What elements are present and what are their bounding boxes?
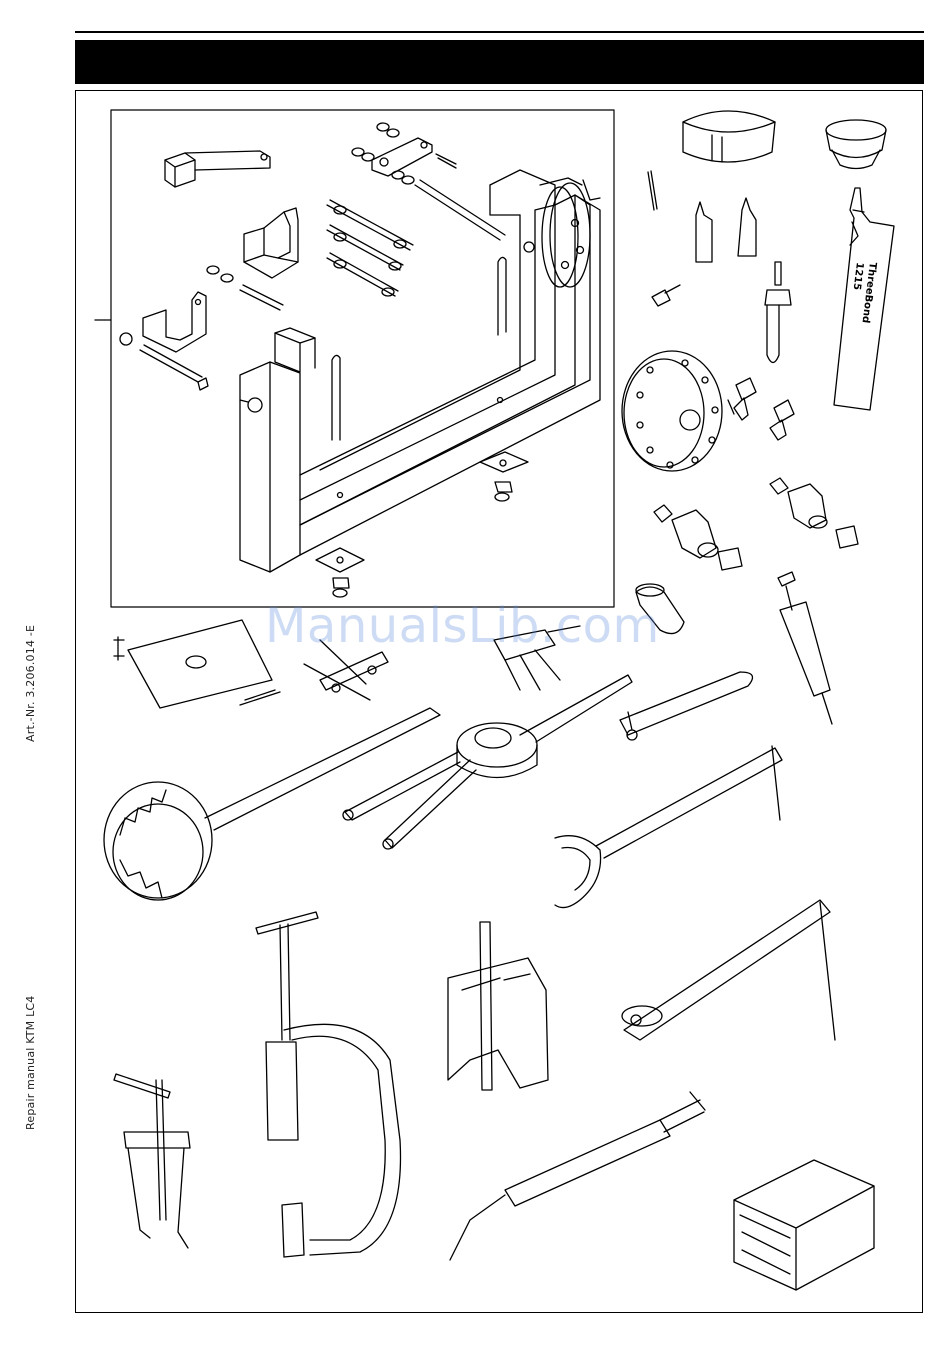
flywheel-holder bbox=[343, 675, 632, 849]
chain-wrench bbox=[622, 900, 835, 1040]
cup-tool bbox=[826, 120, 886, 169]
watermark: ManualsLib.com bbox=[265, 598, 660, 654]
engine-stand-frame bbox=[240, 170, 600, 572]
grease-gun bbox=[450, 1092, 705, 1260]
bracket-lower bbox=[143, 292, 206, 352]
link-bracket bbox=[352, 123, 456, 184]
t-handle-puller bbox=[256, 912, 401, 1257]
fork-wrench bbox=[555, 746, 782, 908]
bracket-l-shape bbox=[165, 151, 270, 187]
pin bbox=[648, 171, 657, 210]
adapters bbox=[728, 378, 794, 440]
screw bbox=[652, 285, 680, 306]
tube-number: 1215 bbox=[851, 262, 865, 291]
rotary-plate bbox=[540, 178, 590, 287]
slide-hammer bbox=[765, 262, 791, 363]
sleeve-ring bbox=[683, 111, 775, 162]
engine-stand-group bbox=[95, 110, 614, 607]
engine-stand-box bbox=[111, 110, 614, 607]
syringe bbox=[778, 572, 832, 724]
flywheel-puller bbox=[622, 351, 722, 471]
sealant-tube: ThreeBond 1215 bbox=[834, 188, 894, 410]
stand-bolts bbox=[332, 180, 600, 440]
base-plates bbox=[316, 452, 528, 597]
bracket-square bbox=[244, 208, 298, 278]
two-arm-puller bbox=[448, 922, 548, 1090]
bearing-pullers bbox=[654, 478, 858, 570]
clutch-holder bbox=[104, 708, 440, 900]
loose-bolts bbox=[120, 200, 413, 390]
gauge-plate bbox=[114, 620, 280, 708]
three-arm-puller bbox=[114, 1074, 190, 1248]
loctite-bottles bbox=[696, 198, 756, 262]
wood-block bbox=[734, 1160, 874, 1290]
spanner-bar bbox=[620, 672, 753, 740]
